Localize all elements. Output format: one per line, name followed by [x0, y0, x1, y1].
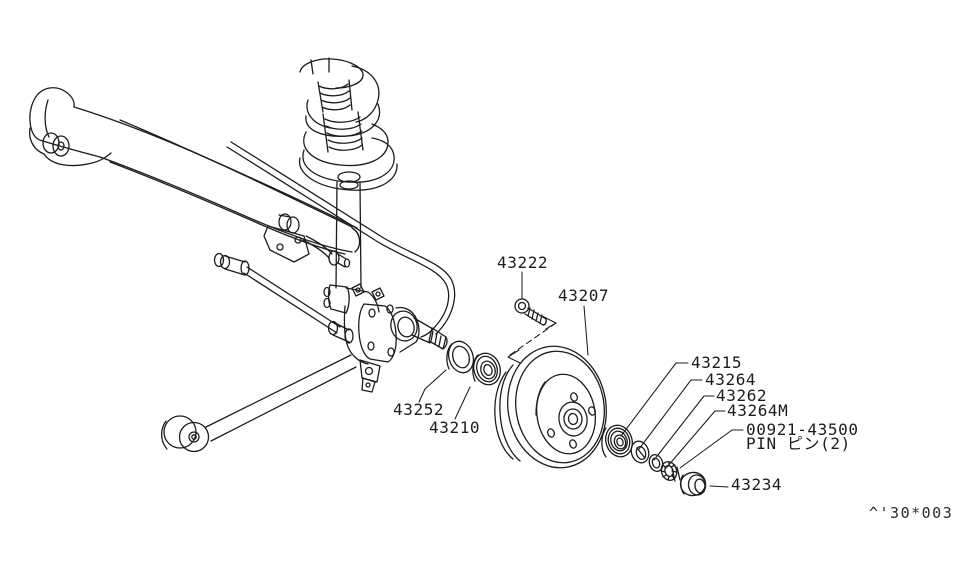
callout-43264M: 43264M	[727, 401, 789, 420]
lock-nut	[660, 461, 678, 481]
callout-43210: 43210	[429, 418, 481, 437]
knuckle-spindle	[343, 283, 448, 393]
strut-clamp	[323, 284, 350, 314]
keyed-washer	[630, 440, 650, 464]
callout-43252: 43252	[393, 400, 445, 419]
callout-pin-number: 00921-43500	[746, 420, 859, 439]
callout-43207: 43207	[558, 286, 610, 305]
sway-bar	[226, 141, 456, 338]
inner-bearing	[472, 352, 501, 386]
fiche-code: ^'30*003	[869, 504, 954, 522]
outer-bearing	[601, 424, 633, 458]
grease-cap	[679, 471, 707, 497]
callout-43215: 43215	[691, 353, 743, 372]
cotter-pin	[671, 466, 681, 482]
strut-top-mount	[299, 58, 364, 89]
retaining-screw	[514, 298, 547, 326]
spindle-shaft	[411, 317, 448, 350]
trailing-arm	[160, 354, 357, 453]
dashed-insertion-arrow	[507, 315, 557, 364]
grease-seal	[446, 340, 475, 374]
dust-boot-lower	[322, 111, 364, 153]
dust-boot-upper	[317, 79, 353, 113]
brake-drum	[494, 345, 607, 469]
callout-43222: 43222	[497, 253, 549, 272]
strut-tube	[335, 181, 362, 289]
callout-43234: 43234	[731, 475, 783, 494]
lateral-rod	[213, 252, 354, 344]
crossmember-beam	[28, 87, 361, 263]
crossmember-bracket	[263, 213, 310, 263]
crossmember-bushing	[28, 127, 112, 167]
leader-lines	[418, 271, 744, 488]
strut-assembly	[298, 57, 398, 314]
washer	[648, 454, 664, 472]
callout-43262: 43262	[716, 386, 768, 405]
trailing-arm-bushing	[160, 415, 210, 453]
stabilizer-link	[302, 235, 351, 268]
callout-43264: 43264	[705, 370, 757, 389]
callout-pin-text: PIN ピン(2)	[746, 434, 851, 453]
